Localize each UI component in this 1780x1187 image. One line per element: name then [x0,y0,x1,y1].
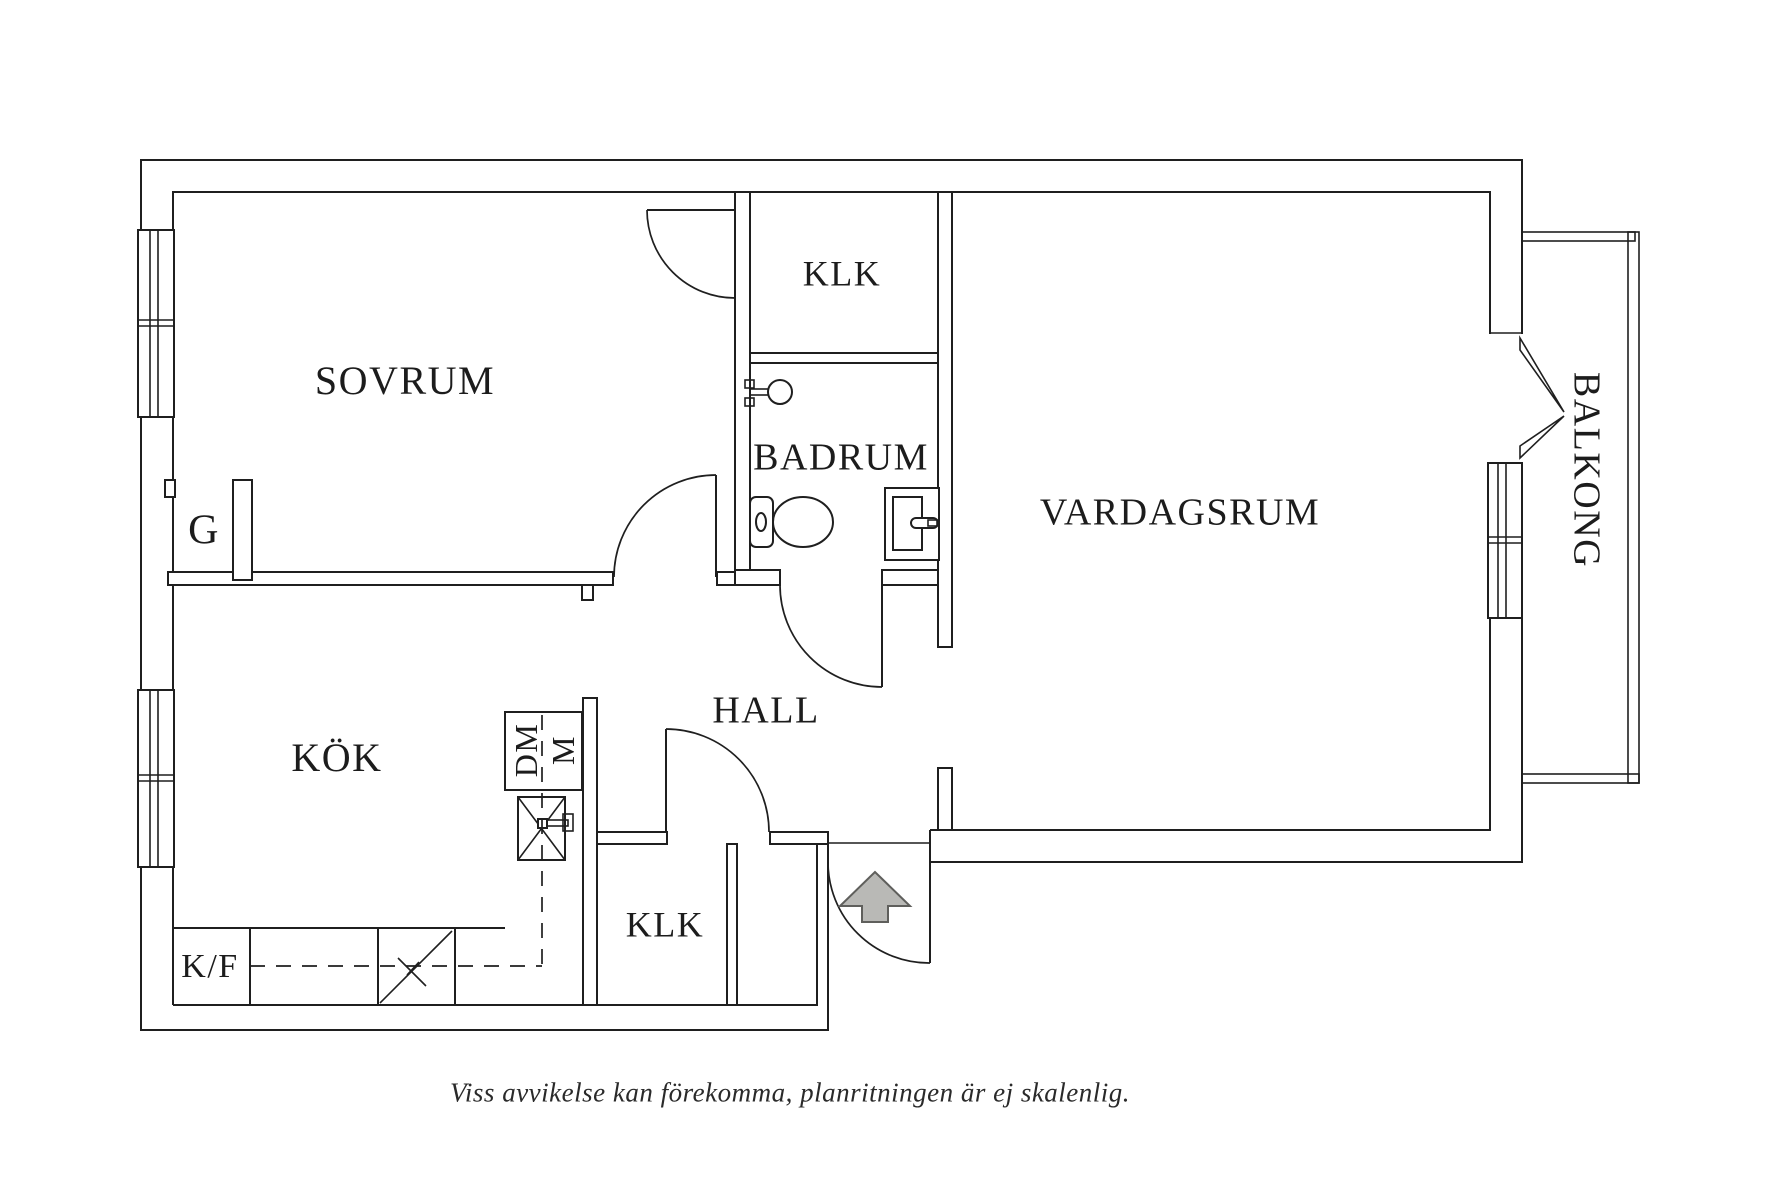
wall-garderob-right [232,479,253,581]
wall-kitchen-notch [581,584,594,601]
wall-garderob-stub [164,479,176,498]
kitchen-fixtures [173,711,583,1005]
wall-kitchen-hall [582,697,598,1006]
wall-klk-badrum [749,352,939,364]
wall-sovrum-bottom-right [716,571,736,586]
dishwasher-box [504,711,583,791]
label-klk-lower: KLK [626,905,705,945]
balcony-rail-top [1521,231,1636,242]
window-sovrum-icon [137,229,175,418]
label-kyl-frys: K/F [181,948,238,985]
label-hall: HALL [712,689,819,731]
wall-klk-lower-top-left [596,831,668,845]
entrance-arrow-icon [837,870,913,923]
toilet-icon [749,496,834,548]
balcony-rail-bottom [1521,773,1640,784]
interior-walls [164,191,953,1006]
wall-badrum-bottom-left [734,569,781,586]
exterior-outer-perimeter [140,159,1523,1031]
balcony-slab [1521,231,1640,784]
stove-icon [379,930,453,1004]
windows [137,229,1523,868]
kitchen-sink-icon [517,796,574,861]
window-kok-icon [137,689,175,868]
exterior-inner-perimeter [172,191,1491,1006]
room-labels: SOVRUM KLK BADRUM VARDAGSRUM BALKONG KÖK… [181,254,1607,985]
door-badrum-icon [779,584,883,688]
label-kok: KÖK [291,735,382,780]
label-klk-top: KLK [803,254,882,294]
balcony-door-icon [1488,332,1565,464]
door-klk-top-icon [646,209,736,299]
wall-vardagsrum-left-stub [937,767,953,831]
wall-klk-lower-right [726,843,738,1006]
label-maskin: M [545,735,581,765]
label-badrum: BADRUM [753,436,929,478]
washbasin-round-icon [744,379,793,407]
label-vardagsrum: VARDAGSRUM [1040,491,1320,533]
label-garderob: G [188,508,220,554]
bathroom-fixtures [744,379,940,561]
doors [613,209,931,964]
label-sovrum: SOVRUM [315,358,495,403]
wall-sovrum-bottom [167,571,614,586]
door-klk-lower-icon [665,728,770,833]
entrance-jambs [817,830,931,862]
counter-row [173,927,505,1005]
sink-cabinet-icon [884,487,940,561]
wall-badrum-bottom-right [881,569,939,586]
wall-vardagsrum-left [937,191,953,648]
window-vardagsrum-icon [1487,462,1523,619]
label-diskmaskin: DM [508,723,544,778]
disclaimer-caption: Viss avvikelse kan förekomma, planritnin… [450,1077,1130,1107]
door-entrance-icon [827,861,931,964]
door-sovrum-icon [613,474,717,578]
label-balkong: BALKONG [1566,372,1608,568]
balcony-rail-right [1627,231,1640,784]
wall-klk-lower-top-right [769,831,829,845]
